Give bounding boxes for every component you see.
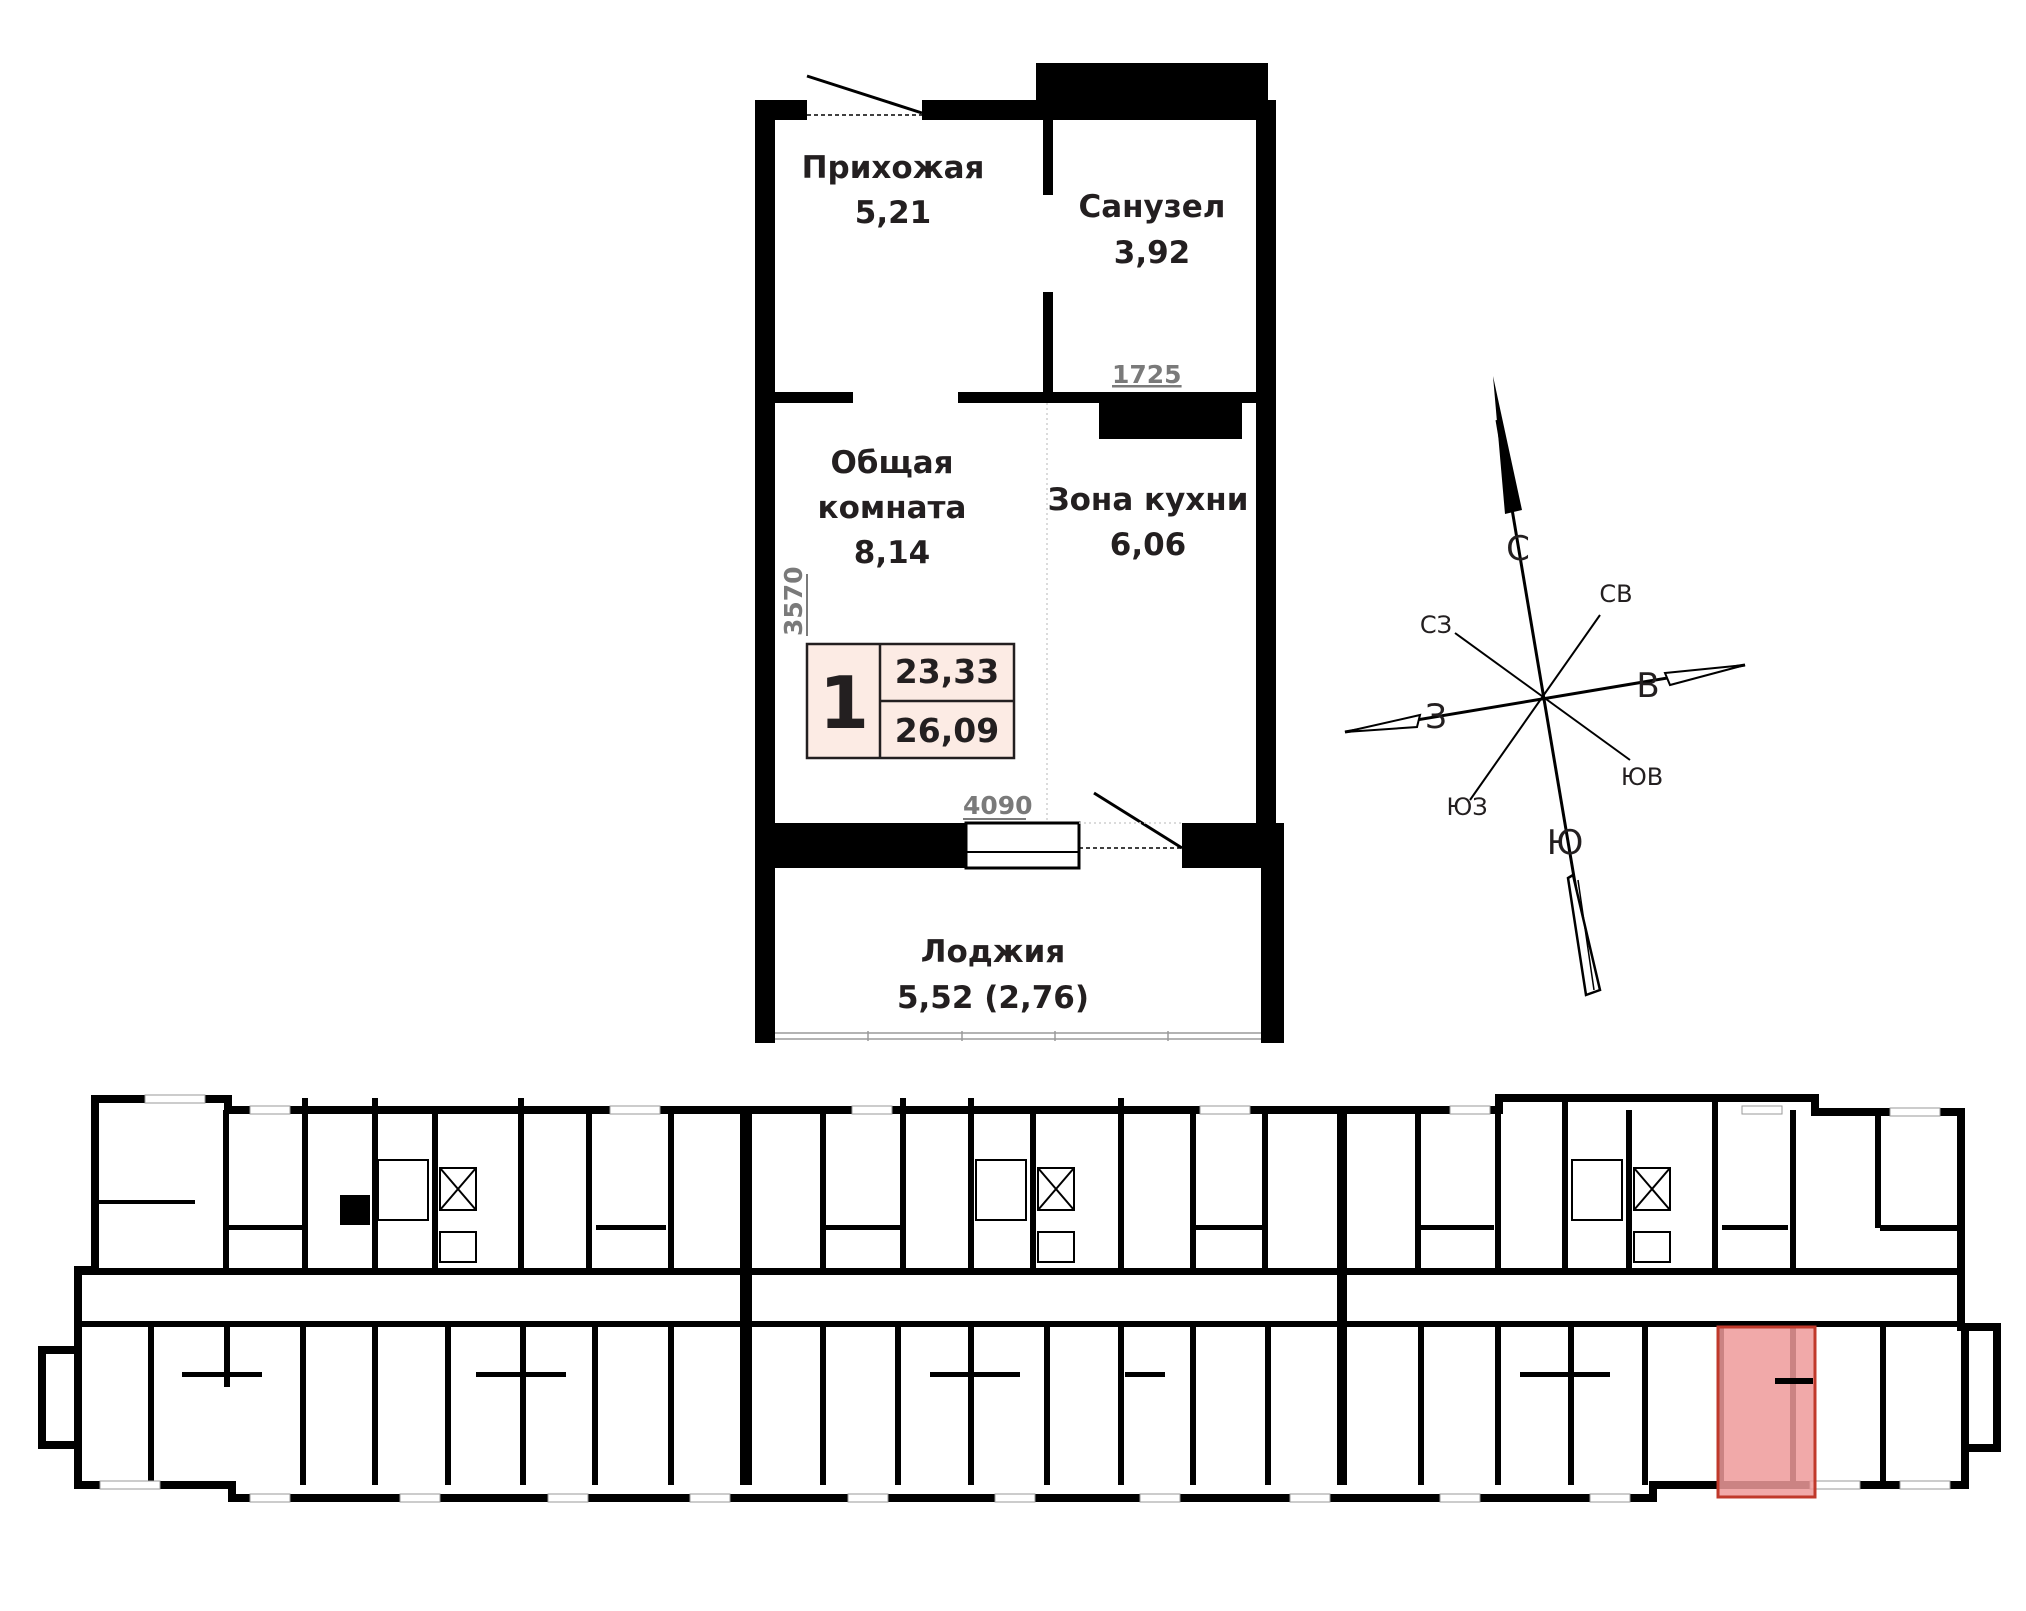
compass-label-nw: СЗ: [1420, 611, 1452, 639]
room-name-living-2: комната: [818, 490, 967, 526]
compass-south-arrow-icon: [1566, 873, 1602, 997]
wall-left: [755, 100, 775, 1043]
compass-label-sw: ЮЗ: [1446, 793, 1487, 821]
wall-loggia-right: [1182, 823, 1284, 868]
compass-label-e: В: [1636, 666, 1659, 706]
total-area-value: 26,09: [895, 711, 999, 750]
loggia-door-leaf: [1093, 791, 1183, 850]
kitchen-shaft: [1099, 403, 1242, 439]
wall-partition-left: [775, 392, 853, 403]
dimension-room-depth: 3570: [779, 566, 808, 636]
highlighted-apartment: [1716, 1325, 1817, 1499]
compass-label-n: С: [1506, 529, 1530, 569]
room-area-living: 8,14: [854, 535, 931, 571]
facade-windows: [99, 1094, 1951, 1503]
wall-loggia-left: [755, 823, 970, 868]
dimension-bath-width: 1725: [1112, 360, 1182, 389]
stairs-and-elevators: [377, 1159, 1671, 1263]
bottom-row-partitions: [148, 1327, 1886, 1487]
rooms-count: 1: [819, 661, 869, 745]
wall-top-right-block: [1036, 63, 1268, 120]
wall-top-mid: [922, 100, 1040, 120]
compass-ne-sw-axis: [1469, 614, 1601, 801]
wall-bath-vertical-bottom: [1043, 292, 1053, 395]
apartment-plan: Прихожая 5,21 Санузел 3,92 Общая комната…: [755, 63, 1284, 1043]
wall-right: [1256, 100, 1276, 825]
living-area-value: 23,33: [895, 652, 999, 691]
room-name-hall: Прихожая: [802, 150, 985, 186]
entry-door-leaf: [806, 74, 923, 115]
room-name-loggia: Лоджия: [921, 934, 1066, 970]
section-divider-1: [740, 1110, 752, 1485]
compass-label-w: З: [1425, 697, 1447, 737]
compass-north-arrow-icon: [1493, 376, 1522, 514]
dimension-room-width: 4090: [963, 791, 1033, 820]
room-area-bath: 3,92: [1114, 235, 1191, 271]
corridor-wall-top: [82, 1268, 1962, 1275]
room-name-kitchen: Зона кухни: [1048, 482, 1249, 518]
loggia-window: [964, 821, 1081, 870]
room-area-kitchen: 6,06: [1110, 527, 1187, 563]
section-divider-2: [1337, 1110, 1347, 1485]
compass-label-se: ЮВ: [1621, 763, 1663, 791]
wall-top-left: [755, 100, 807, 120]
room-area-hall: 5,21: [855, 195, 932, 231]
compass-west-arrow-icon: [1344, 713, 1422, 733]
room-name-bath: Санузел: [1078, 189, 1225, 225]
compass-label-s: Ю: [1547, 823, 1584, 863]
room-area-loggia: 5,52 (2,76): [897, 980, 1089, 1016]
floor-key-plan: [38, 1094, 2001, 1503]
compass-rose: С Ю В З СВ СЗ ЮВ ЮЗ: [1344, 376, 1746, 997]
area-summary-badge: 1 23,33 26,09: [805, 642, 1016, 760]
top-row-partitions: [95, 1098, 1962, 1268]
room-name-living-1: Общая: [830, 445, 953, 481]
corridor-wall-bottom: [82, 1321, 1962, 1327]
wall-right-loggia: [1261, 825, 1284, 1043]
floor-outline: [38, 1094, 2001, 1502]
compass-label-ne: СВ: [1599, 580, 1632, 608]
wall-bath-vertical-top: [1043, 120, 1053, 195]
loggia-glazing-mullions: [867, 1031, 1169, 1041]
wall-partition-right: [958, 392, 1260, 403]
compass-east-arrow-icon: [1663, 664, 1746, 687]
